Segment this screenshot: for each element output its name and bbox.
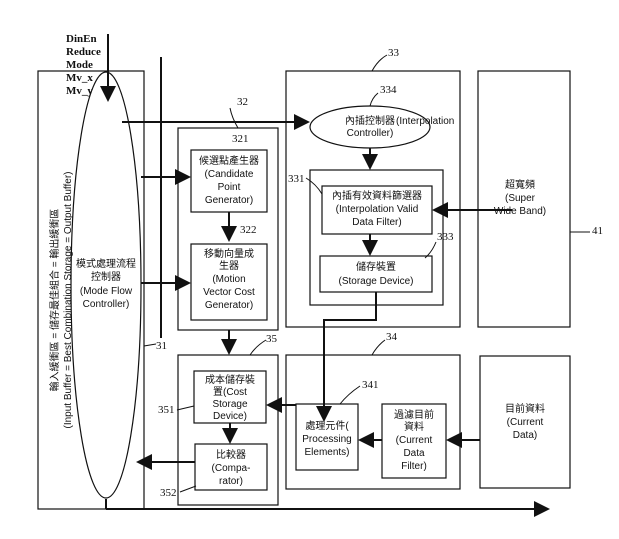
signal-reduce: Reduce <box>66 46 101 58</box>
ref-31: 31 <box>156 340 167 352</box>
svg-text:Wide Band): Wide Band) <box>494 206 546 217</box>
svg-text:置(Cost: 置(Cost <box>213 386 247 398</box>
svg-text:內插有效資料篩選器: 內插有效資料篩選器 <box>332 189 422 202</box>
ref-334: 334 <box>380 84 397 96</box>
svg-text:Point: Point <box>218 182 241 193</box>
ref-351: 351 <box>158 404 175 416</box>
svg-text:移動向量成: 移動向量成 <box>204 247 254 260</box>
mode-flow-en-2: Controller) <box>83 299 130 310</box>
svg-text:(Current: (Current <box>396 435 433 446</box>
svg-text:Vector Cost: Vector Cost <box>203 287 255 298</box>
buffer-side-text: 輸入緩衝區 = 儲存最佳組合 = 輸出緩衝區 (Input Buffer = B… <box>48 171 74 428</box>
svg-text:(Current: (Current <box>507 417 544 428</box>
svg-text:Device): Device) <box>213 411 247 422</box>
svg-text:儲存裝置: 儲存裝置 <box>356 260 396 273</box>
svg-text:Elements): Elements) <box>304 447 349 458</box>
svg-text:(Candidate: (Candidate <box>205 169 254 180</box>
ref-341: 341 <box>362 379 379 391</box>
svg-text:候選點產生器: 候選點產生器 <box>199 154 259 167</box>
input-signals: DinEn Reduce Mode Mv_x Mv_y <box>66 33 101 97</box>
svg-text:(Super: (Super <box>505 193 536 204</box>
ref-34: 34 <box>386 331 398 343</box>
ref-321: 321 <box>232 133 249 145</box>
block-34 <box>285 354 461 490</box>
signal-dinen: DinEn <box>66 33 97 45</box>
mode-flow-controller-ellipse <box>70 71 142 499</box>
motion-vector-cost-generator <box>190 243 268 321</box>
ref-333: 333 <box>437 231 454 243</box>
ref-322: 322 <box>240 224 257 236</box>
ref-331: 331 <box>288 173 305 185</box>
svg-text:資料: 資料 <box>404 420 424 433</box>
svg-text:內插控制器: 內插控制器 <box>345 114 395 127</box>
svg-text:(Compa-: (Compa- <box>212 463 251 474</box>
svg-text:Generator): Generator) <box>205 300 253 311</box>
mode-flow-zh2: 控制器 <box>91 270 121 283</box>
svg-text:Processing: Processing <box>302 434 351 445</box>
ref-32: 32 <box>237 96 248 108</box>
super-wide-band <box>477 70 571 328</box>
signal-mode: Mode <box>66 59 93 71</box>
ref-35: 35 <box>266 333 278 345</box>
svg-text:Data): Data) <box>513 430 537 441</box>
svg-text:Storage: Storage <box>212 399 247 410</box>
svg-text:超寬頻: 超寬頻 <box>505 178 535 191</box>
svg-text:(Interpolation Valid: (Interpolation Valid <box>336 204 419 215</box>
ref-41: 41 <box>592 225 603 237</box>
svg-text:處理元件(: 處理元件( <box>305 419 349 432</box>
svg-text:目前資料: 目前資料 <box>505 402 545 415</box>
svg-text:過濾目前: 過濾目前 <box>394 408 434 421</box>
svg-text:(Storage Device): (Storage Device) <box>338 276 413 287</box>
svg-text:Data: Data <box>403 448 425 459</box>
buffer-side-zh: 輸入緩衝區 = 儲存最佳組合 = 輸出緩衝區 <box>48 209 61 392</box>
current-data <box>479 355 571 489</box>
mode-flow-en-1: (Mode Flow <box>80 286 133 297</box>
svg-text:rator): rator) <box>219 476 243 487</box>
svg-text:(Motion: (Motion <box>212 274 245 285</box>
block-33 <box>285 70 461 328</box>
svg-text:生器: 生器 <box>219 259 239 272</box>
signal-mv-x: Mv_x <box>66 72 93 84</box>
svg-text:(Interpolation: (Interpolation <box>396 116 454 127</box>
svg-text:Controller): Controller) <box>347 128 394 139</box>
interpolation-controller <box>309 105 431 149</box>
block-31-outer <box>37 70 145 510</box>
ref-33: 33 <box>388 47 400 59</box>
svg-text:成本儲存裝: 成本儲存裝 <box>205 373 255 386</box>
signal-mv-y: Mv_y <box>66 85 93 97</box>
buffer-side-en: (Input Buffer = Best Combination Storage… <box>63 171 74 428</box>
svg-text:Filter): Filter) <box>401 461 427 472</box>
svg-text:比較器: 比較器 <box>216 448 246 461</box>
ref-352: 352 <box>160 487 177 499</box>
comparator <box>194 443 268 491</box>
svg-text:Generator): Generator) <box>205 195 253 206</box>
mode-flow-zh: 模式處理流程 <box>76 257 136 270</box>
block-35 <box>177 354 279 506</box>
svg-text:Data Filter): Data Filter) <box>352 217 401 228</box>
